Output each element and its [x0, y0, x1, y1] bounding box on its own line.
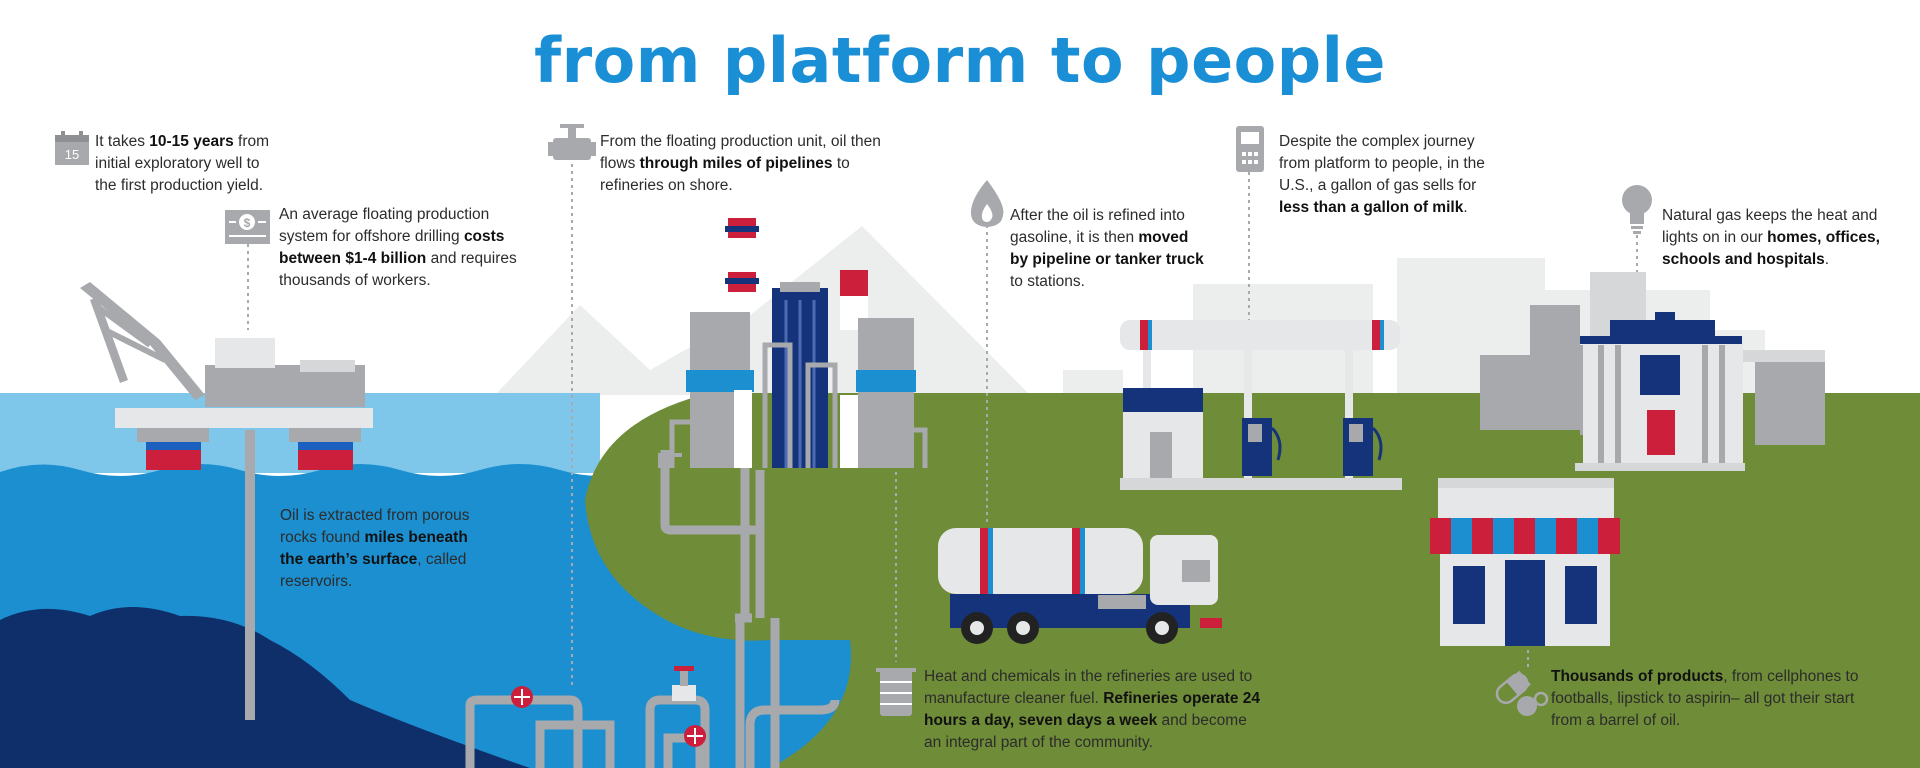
fact-highlight: costs between $1-4 billion — [279, 228, 505, 267]
lightbulb-icon — [1622, 185, 1652, 234]
connector-lines — [247, 164, 1638, 685]
calendar-number: 15 — [65, 147, 79, 162]
pills-icon — [1495, 670, 1549, 716]
fact-segment: It takes — [95, 133, 150, 150]
fact-segment: to stations. — [1010, 273, 1085, 290]
fact-text: Natural gas keeps the heat and lights on… — [1662, 205, 1887, 271]
fact-text: Despite the complex journey from platfor… — [1279, 131, 1504, 219]
page-title: from platform to people — [534, 24, 1386, 97]
fact-segment: After the oil is refined into gasoline, … — [1010, 207, 1185, 246]
fact-segment: from initial exploratory well to the fir… — [95, 133, 270, 194]
money-icon: $ — [225, 210, 270, 244]
fact-segment: Oil is extracted from porous rocks found — [280, 507, 470, 546]
fact-segment: Despite the complex journey from platfor… — [1279, 133, 1485, 194]
fact-text: From the floating production unit, oil t… — [600, 131, 890, 197]
barrel-icon — [876, 668, 916, 716]
gas-station — [1120, 320, 1402, 490]
gas-pump-icon — [1236, 126, 1264, 172]
fact-segment: Heat and chemicals in the refineries are… — [924, 668, 1253, 707]
fact-text: After the oil is refined into gasoline, … — [1010, 205, 1210, 293]
fact-segment: to refineries on shore. — [600, 155, 850, 194]
flame-icon — [970, 180, 1004, 227]
refinery — [658, 218, 928, 468]
fact-segment: . — [1463, 199, 1468, 216]
fact-segment: An average floating production system fo… — [279, 206, 490, 245]
offshore-platform — [80, 282, 373, 720]
fact-segment: From the floating production unit, oil t… — [600, 133, 881, 172]
pipeline-valve — [511, 666, 706, 747]
fact-highlight: Thousands of products — [1551, 668, 1724, 685]
fact-highlight: miles beneath the earth’s surface — [280, 529, 468, 568]
fact-segment: and become an integral part of the commu… — [924, 712, 1247, 751]
fact-highlight: homes, offices, schools and hospitals — [1662, 229, 1880, 268]
city-buildings — [1480, 272, 1825, 471]
fact-highlight: moved by pipeline or tanker truck — [1010, 229, 1204, 268]
fact-text: Heat and chemicals in the refineries are… — [924, 666, 1264, 754]
store — [1430, 478, 1620, 646]
fact-segment: . — [1824, 251, 1830, 268]
fact-highlight: through miles of pipelines — [639, 155, 833, 172]
store-awning — [1430, 518, 1620, 554]
fact-segment: , from cellphones to footballs, lipstick… — [1551, 668, 1859, 729]
fact-highlight: Refineries operate 24 hours a day, seven… — [924, 690, 1261, 729]
seabed — [0, 607, 530, 768]
fact-segment: Natural gas keeps the heat and lights on… — [1662, 207, 1878, 246]
fact-highlight: less than a gallon of milk — [1279, 199, 1464, 216]
fact-text: Thousands of products, from cellphones t… — [1551, 666, 1866, 732]
fact-text: It takes 10-15 years from initial explor… — [95, 131, 280, 197]
valve-icon — [548, 124, 596, 160]
fact-text: Oil is extracted from porous rocks found… — [280, 505, 485, 593]
svg-text:$: $ — [244, 216, 251, 230]
calendar-icon: 15 — [55, 131, 89, 165]
fact-segment: and requires thousands of workers. — [279, 250, 517, 289]
fact-segment: , called reservoirs. — [280, 551, 467, 590]
tanker-truck — [938, 528, 1222, 644]
fact-text: An average floating production system fo… — [279, 204, 524, 292]
fact-highlight: 10-15 years — [149, 133, 234, 150]
